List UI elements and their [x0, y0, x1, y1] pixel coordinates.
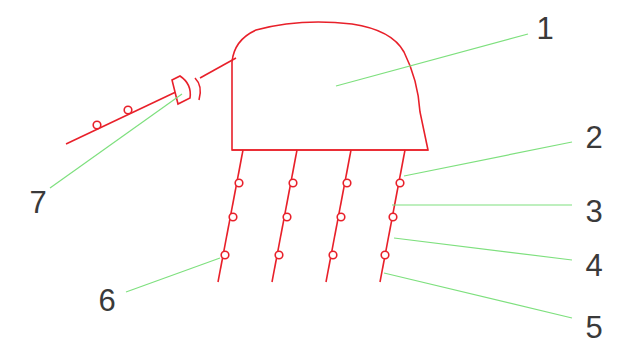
callout-number: 5 — [585, 312, 602, 343]
callout-number: 2 — [585, 122, 602, 153]
bell-body — [232, 22, 428, 150]
callout-number: 7 — [29, 187, 46, 218]
tentacle — [326, 150, 351, 282]
tentacle — [218, 150, 243, 282]
callout-number: 4 — [585, 250, 602, 281]
cup-sensor-arc — [195, 78, 200, 100]
callout-number: 1 — [536, 13, 553, 44]
callout-number: 3 — [585, 196, 602, 227]
tentacle-beads — [221, 179, 404, 259]
antenna — [200, 58, 236, 78]
device-drawing — [66, 22, 428, 282]
leader-lines — [50, 34, 572, 318]
tentacle — [380, 150, 405, 282]
callout-number: 6 — [98, 285, 115, 316]
tentacle — [272, 150, 297, 282]
